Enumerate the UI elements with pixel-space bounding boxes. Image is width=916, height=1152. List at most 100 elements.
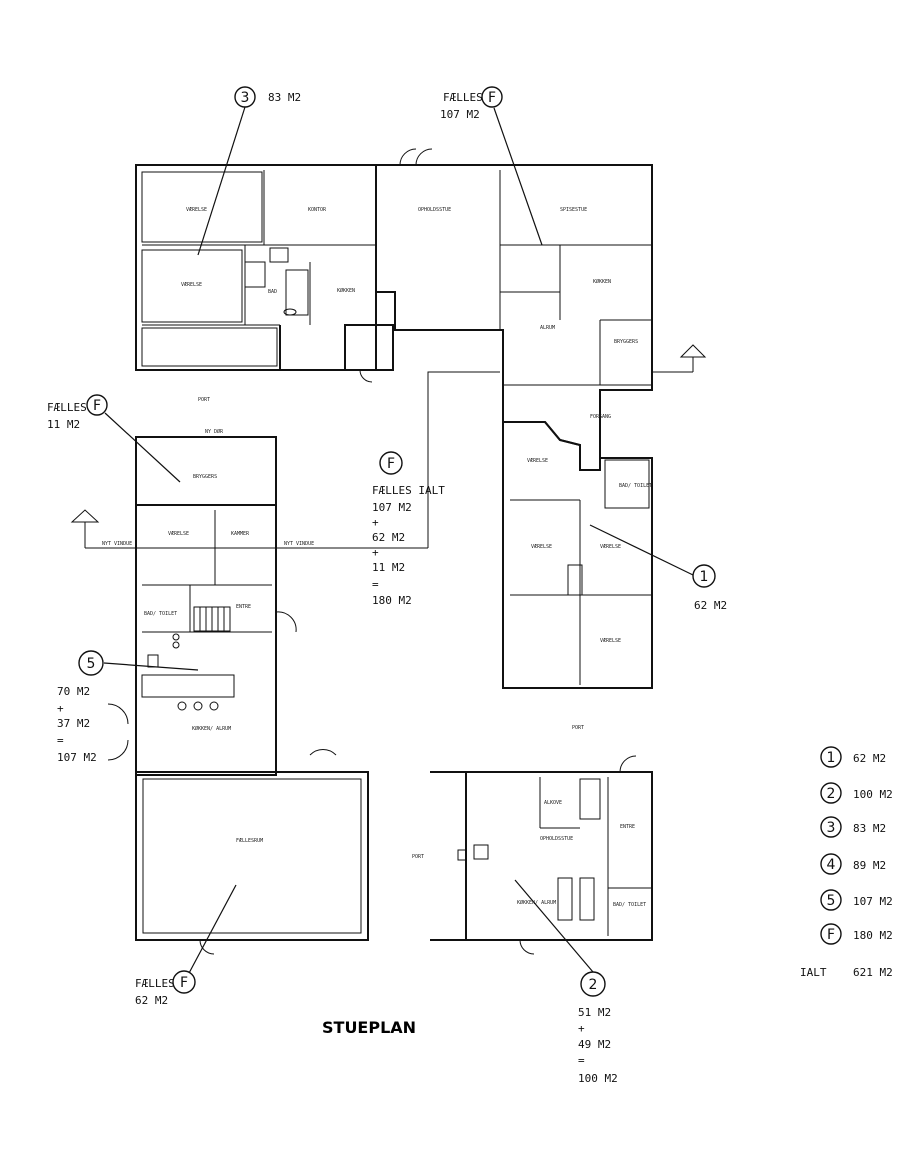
callout-line: + — [372, 516, 379, 529]
callout-number: 5 — [87, 656, 96, 672]
unit-3-area — [135, 164, 377, 371]
callout-line: = — [372, 578, 379, 591]
room-label: BAD/ TOILET — [613, 902, 646, 908]
callout-prefix: FÆLLES — [135, 977, 175, 990]
callout-line: FÆLLES IALT — [372, 484, 445, 497]
legend-number: 5 — [827, 893, 836, 909]
callout-line: 100 M2 — [578, 1072, 618, 1085]
callout-line: = — [57, 734, 64, 747]
room-labels: VÆRELSE KONTOR VÆRELSE BAD KØKKEN OPHOLD… — [144, 207, 652, 908]
legend-area: 83 M2 — [853, 822, 886, 835]
unit-1-area — [502, 421, 653, 689]
port-label: PORT — [572, 725, 584, 731]
port-label: PORT — [412, 854, 424, 860]
legend-area: 62 M2 — [853, 752, 886, 765]
callout-area: 62 M2 — [694, 599, 727, 612]
callout-area: 62 M2 — [135, 994, 168, 1007]
room-label: BAD — [268, 289, 277, 295]
room-label: KØKKEN — [593, 278, 611, 285]
unit-2-area — [430, 771, 653, 941]
callout-letter: F — [488, 90, 496, 106]
room-label: KONTOR — [308, 207, 327, 213]
legend-total-value: 621 M2 — [853, 966, 893, 979]
callout-line: 51 M2 — [578, 1006, 611, 1019]
room-label: VÆRELSE — [600, 638, 621, 644]
callout-letter: F — [180, 975, 188, 991]
callout-line: = — [578, 1054, 585, 1067]
plan-title: STUEPLAN — [322, 1018, 416, 1037]
room-label: BAD/ TOILET — [619, 483, 652, 489]
room-label: VÆRELSE — [181, 282, 202, 288]
room-label: ALKOVE — [544, 800, 562, 806]
new-window-label: NYT VINDUE — [102, 541, 132, 547]
annotations: PORT NY DØR NYT VINDUE NYT VINDUE PORT P… — [102, 397, 584, 860]
room-label: VÆRELSE — [527, 458, 548, 464]
room-label: VÆRELSE — [600, 544, 621, 550]
callout-line: 180 M2 — [372, 594, 412, 607]
legend-area: 100 M2 — [853, 788, 893, 801]
room-label: KAMMER — [231, 531, 250, 537]
room-label: ALRUM — [540, 325, 555, 331]
room-label: ENTRE — [236, 604, 251, 610]
room-label: BRYGGERS — [614, 339, 638, 345]
callout-line: 11 M2 — [372, 561, 405, 574]
callout-line: 62 M2 — [372, 531, 405, 544]
callout-unit-3: 3 83 M2 — [234, 86, 301, 108]
room-label: SPISESTUE — [560, 207, 587, 213]
callout-line: + — [578, 1022, 585, 1035]
port-label: PORT — [198, 397, 210, 403]
callout-line: 70 M2 — [57, 685, 90, 698]
room-label: VÆRELSE — [168, 531, 189, 537]
callout-unit-1: 1 62 M2 — [692, 564, 727, 612]
legend-letter: F — [827, 927, 835, 943]
legend-number: 4 — [827, 857, 836, 873]
callout-unit-2: 2 51 M2 + 49 M2 = 100 M2 — [578, 971, 618, 1085]
entry-porch — [344, 324, 394, 371]
legend-area: 180 M2 — [853, 929, 893, 942]
unit-5-area — [135, 504, 277, 776]
shared-area-left — [135, 436, 277, 506]
callout-number: 3 — [241, 90, 250, 106]
room-label: FORGANG — [590, 414, 611, 420]
room-label: BRYGGERS — [193, 474, 217, 480]
callout-area: 83 M2 — [268, 91, 301, 104]
room-label: BAD/ TOILET — [144, 611, 177, 617]
section-lines — [70, 344, 707, 549]
callout-prefix: FÆLLES — [443, 91, 483, 104]
legend-area: 89 M2 — [853, 859, 886, 872]
callout-shared-total: F FÆLLES IALT 107 M2 + 62 M2 + 11 M2 = 1… — [372, 451, 445, 607]
shared-area-bottom-inner — [142, 778, 362, 934]
room-label: ENTRE — [620, 824, 635, 830]
legend-total-label: IALT — [800, 966, 827, 979]
legend-number: 2 — [827, 786, 836, 802]
room-label: VÆRELSE — [531, 544, 552, 550]
callout-shared-bottom: FÆLLES F 62 M2 — [135, 970, 196, 1007]
new-window-label: NYT VINDUE — [284, 541, 314, 547]
callout-line: 49 M2 — [578, 1038, 611, 1051]
callout-line: + — [57, 702, 64, 715]
area-legend: 1 62 M2 2 100 M2 3 83 M2 4 89 M2 5 107 M… — [800, 746, 893, 979]
callout-unit-5: 5 70 M2 + 37 M2 = 107 M2 — [57, 650, 104, 764]
callout-line: + — [372, 546, 379, 559]
callout-line: 107 M2 — [57, 751, 97, 764]
callout-shared-left: FÆLLES F 11 M2 — [47, 394, 108, 431]
callout-area: 107 M2 — [440, 108, 480, 121]
room-label: OPHOLDSSTUE — [540, 836, 573, 842]
callout-letter: F — [93, 398, 101, 414]
room-label: KØKKEN/ ALRUM — [517, 899, 556, 906]
callout-area: 11 M2 — [47, 418, 80, 431]
leader-lines — [103, 106, 694, 976]
new-door-label: NY DØR — [205, 428, 224, 435]
legend-area: 107 M2 — [853, 895, 893, 908]
legend-number: 1 — [827, 750, 836, 766]
callout-number: 1 — [700, 569, 709, 585]
callout-line: 107 M2 — [372, 501, 412, 514]
room-label: FÆLLESRUM — [236, 838, 263, 844]
callout-line: 37 M2 — [57, 717, 90, 730]
shared-area-bottom — [135, 771, 369, 941]
room-label: KØKKEN/ ALRUM — [192, 725, 231, 732]
callout-prefix: FÆLLES — [47, 401, 87, 414]
room-label: KØKKEN — [337, 287, 355, 294]
door-arcs — [107, 148, 637, 955]
